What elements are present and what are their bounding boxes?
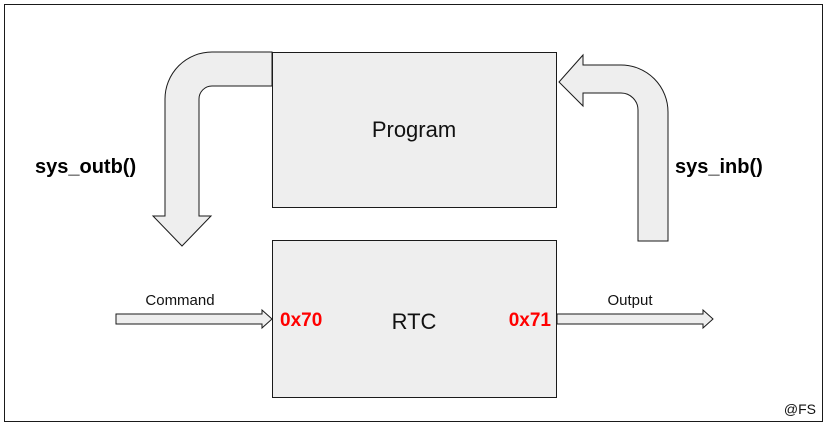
output-label: Output <box>607 292 653 309</box>
program-box <box>272 52 557 208</box>
sys-inb-arrow <box>558 53 669 242</box>
credit-label: @FS <box>784 401 816 417</box>
command-label: Command <box>145 292 214 309</box>
command-arrow <box>115 308 273 330</box>
sys-outb-label: sys_outb() <box>35 156 136 178</box>
output-port-label: 0x71 <box>509 310 552 331</box>
rtc-box <box>272 240 557 398</box>
sys-inb-label: sys_inb() <box>675 156 763 178</box>
input-port-label: 0x70 <box>280 310 322 331</box>
program-label: Program <box>372 117 456 142</box>
sys-outb-arrow <box>151 51 273 247</box>
output-arrow <box>556 308 714 330</box>
rtc-label: RTC <box>392 309 437 334</box>
